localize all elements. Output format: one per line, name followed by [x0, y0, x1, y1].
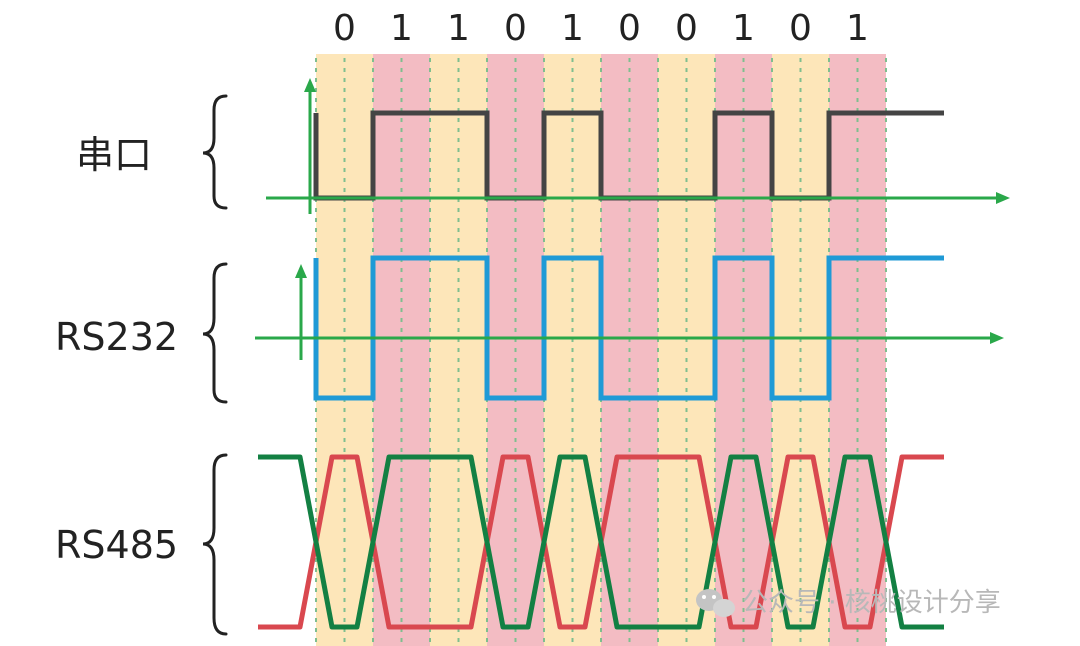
brace-rs232: [202, 262, 228, 404]
bit-label: 0: [789, 8, 812, 49]
row-rs232: RS232: [55, 255, 1004, 404]
rs485-line-b-waveform: [258, 454, 944, 630]
wechat-icon: [696, 589, 735, 617]
serial-waveform: [313, 110, 944, 201]
watermark-text: 公众号 · 核桃设计分享: [742, 588, 1001, 618]
bit-label: 1: [561, 8, 584, 49]
bit-label: 0: [675, 8, 698, 49]
bit-label: 1: [447, 8, 470, 49]
rs232-axes: [255, 264, 1004, 360]
bit-label: 1: [732, 8, 755, 49]
bit-label: 1: [846, 8, 869, 49]
rs232-waveform: [313, 255, 944, 401]
bit-label: 0: [504, 8, 527, 49]
row-label-rs485: RS485: [55, 523, 178, 567]
row-serial: 串口: [76, 78, 1010, 214]
brace-serial: [202, 94, 228, 210]
bit-label: 1: [390, 8, 413, 49]
bit-label: 0: [618, 8, 641, 49]
watermark: 公众号 · 核桃设计分享: [696, 588, 1001, 618]
row-label-rs232: RS232: [55, 315, 178, 359]
row-rs485: RS485: [55, 453, 944, 636]
row-label-serial: 串口: [76, 133, 152, 177]
bit-label: 0: [333, 8, 356, 49]
brace-rs485: [202, 453, 228, 636]
serial-axes: [266, 78, 1010, 214]
